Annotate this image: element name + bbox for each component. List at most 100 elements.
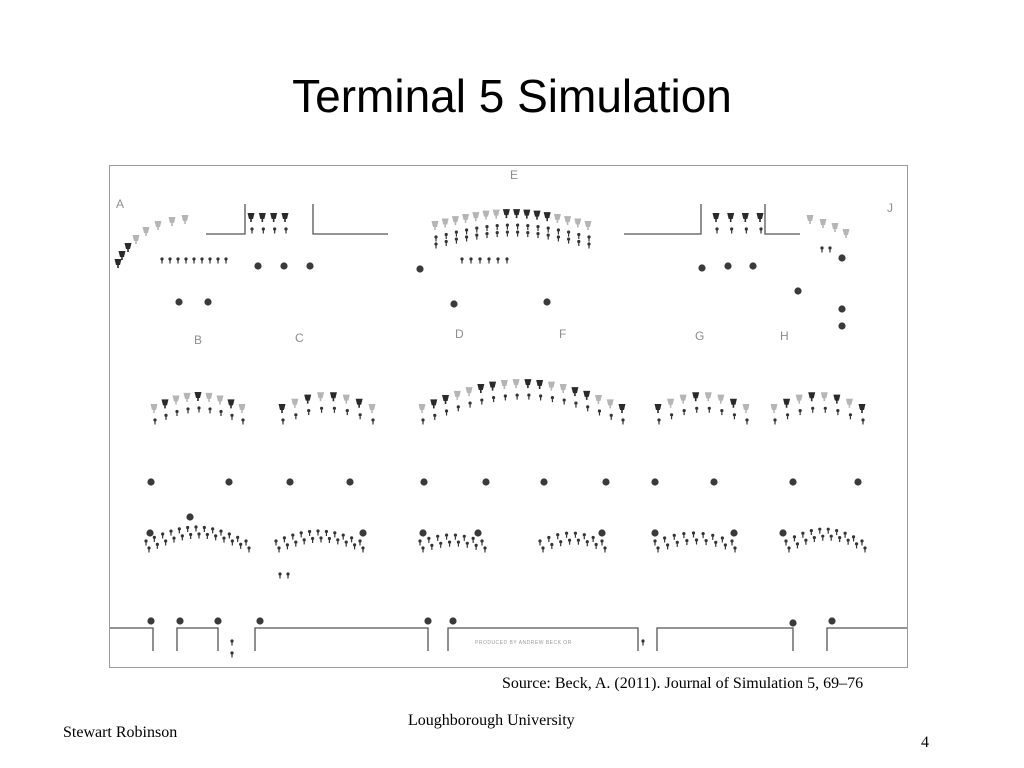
passenger-agent-body (812, 409, 814, 413)
check-in-desk (329, 392, 337, 402)
wall-segment (764, 204, 800, 235)
queue-node (602, 478, 610, 486)
passenger-agent-body (251, 230, 253, 234)
passenger-agent-body (796, 545, 799, 549)
passenger-agent (576, 538, 581, 542)
passenger-agent-body (461, 260, 463, 264)
passenger-agent (838, 536, 842, 540)
passenger-agent (804, 538, 808, 542)
passenger-agent-body (528, 396, 530, 400)
passenger-agent-body (466, 238, 468, 242)
passenger-agent (161, 532, 165, 536)
passenger-agent-body (557, 536, 559, 540)
queue-node (779, 529, 787, 537)
check-in-desk (172, 395, 180, 405)
passenger-agent (147, 546, 151, 550)
passenger-agent-body (198, 409, 200, 413)
passenger-agent (353, 543, 357, 547)
passenger-agent-body (516, 396, 518, 400)
queue-node (280, 262, 288, 270)
passenger-agent (299, 531, 303, 535)
check-in-desk (712, 213, 720, 222)
passenger-agent-body (492, 399, 495, 403)
passenger-agent-body (774, 421, 776, 425)
passenger-agent-body (470, 260, 472, 264)
passenger-agent (587, 242, 591, 246)
passenger-agent (261, 227, 265, 231)
queue-node (416, 265, 424, 273)
passenger-agent (675, 540, 679, 544)
check-in-desk (502, 209, 510, 219)
check-in-desk (168, 217, 176, 226)
check-in-desk (317, 392, 325, 402)
passenger-agent-body (445, 236, 447, 240)
passenger-agent (439, 541, 443, 545)
passenger-agent (273, 227, 277, 231)
queue-node (482, 478, 490, 486)
check-in-desk (431, 221, 439, 230)
passenger-agent (160, 257, 164, 261)
passenger-agent (434, 235, 438, 239)
passenger-agent (505, 223, 509, 227)
passenger-agent (332, 406, 337, 410)
passenger-agent (302, 538, 306, 542)
passenger-agent (485, 232, 489, 236)
passenger-agent-body (583, 536, 585, 540)
passenger-agent (208, 407, 212, 411)
passenger-agent (820, 246, 824, 250)
passenger-agent (453, 533, 458, 537)
passenger-agent-body (844, 534, 846, 538)
passenger-agent-body (481, 401, 483, 405)
queue-node (838, 322, 846, 330)
passenger-agents (144, 223, 867, 658)
passenger-agent (465, 228, 469, 232)
check-in-desk (270, 213, 278, 222)
passenger-agent (153, 418, 157, 422)
passenger-agent-body (670, 416, 673, 420)
author-footer: Stewart Robinson (63, 724, 178, 741)
passenger-agent-body (551, 546, 553, 550)
passenger-agent-body (527, 234, 529, 238)
passenger-agent-body (724, 546, 726, 550)
check-in-desk (574, 218, 582, 228)
passenger-agent-body (170, 532, 172, 536)
passenger-agent-body (320, 539, 322, 543)
passenger-agent-body (686, 542, 688, 546)
passenger-agent-body (177, 260, 179, 264)
check-in-desk (278, 404, 286, 413)
passenger-agent (798, 409, 802, 413)
check-in-desk (118, 251, 126, 260)
passenger-agent (546, 233, 550, 237)
passenger-agent (456, 540, 461, 544)
passenger-agent-body (547, 236, 549, 240)
passenger-agent-body (237, 538, 239, 542)
passenger-agent (487, 257, 491, 261)
wall-segment (110, 627, 154, 651)
check-in-desk (845, 398, 853, 408)
check-in-desk (533, 210, 541, 220)
passenger-agent (860, 539, 864, 543)
passenger-agent (465, 235, 469, 239)
zone-labels: A B C D E F G H J (116, 168, 893, 347)
passenger-agent-body (716, 230, 718, 234)
passenger-agent (556, 235, 560, 239)
passenger-agent (495, 223, 499, 228)
queue-node (214, 617, 222, 625)
passenger-agent-body (240, 545, 242, 549)
wall-segment (624, 204, 702, 235)
check-in-desk (858, 404, 866, 413)
passenger-agent (236, 535, 240, 539)
passenger-agent (361, 546, 365, 550)
queue-node (286, 478, 294, 486)
check-in-desk (679, 394, 687, 404)
queue-node (204, 298, 212, 306)
passenger-agent (311, 536, 315, 541)
check-in-desk (161, 399, 169, 409)
passenger-agent-body (472, 539, 474, 543)
passenger-agent-body (187, 528, 189, 532)
queue-node (710, 478, 718, 486)
check-in-desk (692, 392, 700, 402)
passenger-agent-body (225, 260, 227, 264)
passenger-agent-body (476, 229, 478, 233)
